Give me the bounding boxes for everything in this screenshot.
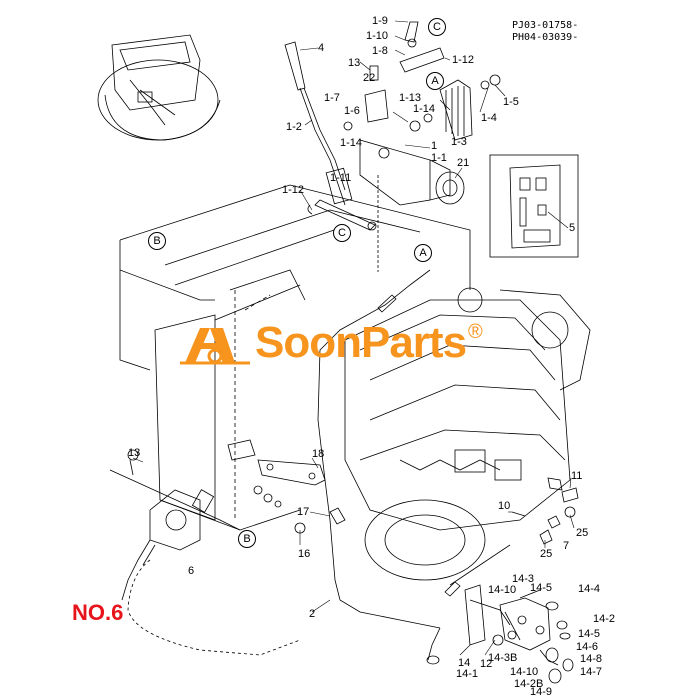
part-ref: 25 (576, 527, 589, 539)
frame-outline (109, 184, 471, 531)
part-ref: 12 (480, 658, 493, 670)
part-ref: 14-9 (530, 686, 553, 698)
part-ref: 1-1 (431, 152, 447, 164)
brand-logo-icon (180, 328, 250, 365)
part-ref: 1-11 (330, 172, 352, 184)
part-ref: 14-2 (593, 613, 616, 625)
part-ref: 14-10 (488, 584, 517, 596)
bracket-14-assembly (464, 584, 574, 684)
part-ref: 10 (498, 500, 511, 512)
part-ref: 13 (348, 57, 361, 69)
part-ref: 16 (298, 548, 311, 560)
solenoid-assembly (121, 449, 215, 601)
leader-lines (132, 20, 575, 656)
part-ref: 5 (569, 222, 576, 234)
part-ref: 1-9 (372, 15, 388, 27)
part-ref: 14-4 (578, 583, 601, 595)
part-ref: 1-8 (372, 45, 388, 57)
part-ref: 14 (458, 657, 471, 669)
lever-assembly (284, 21, 501, 272)
part-ref: 1-13 (399, 92, 422, 104)
part-ref: 14-1 (456, 668, 479, 680)
part-ref: 14-7 (580, 666, 603, 678)
part-ref: 14-3B (488, 652, 518, 664)
circle-ref-c: C (333, 224, 351, 242)
part-ref: 14-10 (510, 666, 539, 678)
part-ref: 1-12 (452, 54, 475, 66)
circle-ref-a: A (414, 244, 432, 262)
part-ref: 18 (312, 448, 325, 460)
right-small-parts (511, 477, 579, 545)
circle-ref-a: A (426, 72, 444, 90)
part-ref: 14-2B (514, 678, 544, 690)
drawing-code: PJ03-01758- (512, 20, 579, 31)
part-ref: 17 (297, 506, 310, 518)
part-ref: 1-5 (503, 96, 519, 108)
part-ref: 25 (540, 548, 553, 560)
part-ref: 1-14 (413, 103, 436, 115)
registered-mark: ® (468, 320, 483, 343)
cab-inset (97, 34, 221, 141)
part-ref: 2 (309, 608, 316, 620)
part-ref: 22 (363, 72, 376, 84)
drawing-code: PH04-03039- (512, 32, 579, 43)
part-ref: 6 (188, 565, 195, 577)
part-ref: 14-8 (580, 653, 603, 665)
part-ref: 7 (563, 540, 570, 552)
part-ref: 1 (431, 140, 438, 152)
part-ref: 1-2 (286, 121, 302, 133)
part-ref: 1-3 (451, 136, 467, 148)
circle-ref-c: C (428, 18, 446, 36)
part-ref: 13 (128, 447, 141, 459)
part-ref: 1-7 (324, 92, 340, 104)
part-ref: 4 (318, 42, 325, 54)
figure-number-label: NO.6 (72, 600, 124, 625)
bracket-18 (227, 439, 346, 534)
circle-ref-b: B (238, 530, 256, 548)
part-ref: 14-3 (512, 573, 535, 585)
part-ref: 14-5 (578, 628, 601, 640)
part-ref: 1-12 (282, 184, 305, 196)
part-ref: 1-14 (340, 137, 363, 149)
part-ref: 14-6 (576, 641, 599, 653)
brand-watermark: SoonParts ® (175, 318, 483, 368)
part-ref: 1-6 (344, 105, 360, 117)
part-ref: 14-5 (530, 582, 553, 594)
circle-ref-b: B (148, 232, 166, 250)
part-ref: 11 (571, 470, 583, 482)
part-ref: 21 (457, 157, 470, 169)
part-ref: 1-10 (366, 30, 389, 42)
part-ref: 1-4 (481, 112, 497, 124)
switch-panel-inset (489, 154, 579, 258)
brand-name: SoonParts (255, 318, 467, 367)
engine-block (344, 287, 591, 581)
